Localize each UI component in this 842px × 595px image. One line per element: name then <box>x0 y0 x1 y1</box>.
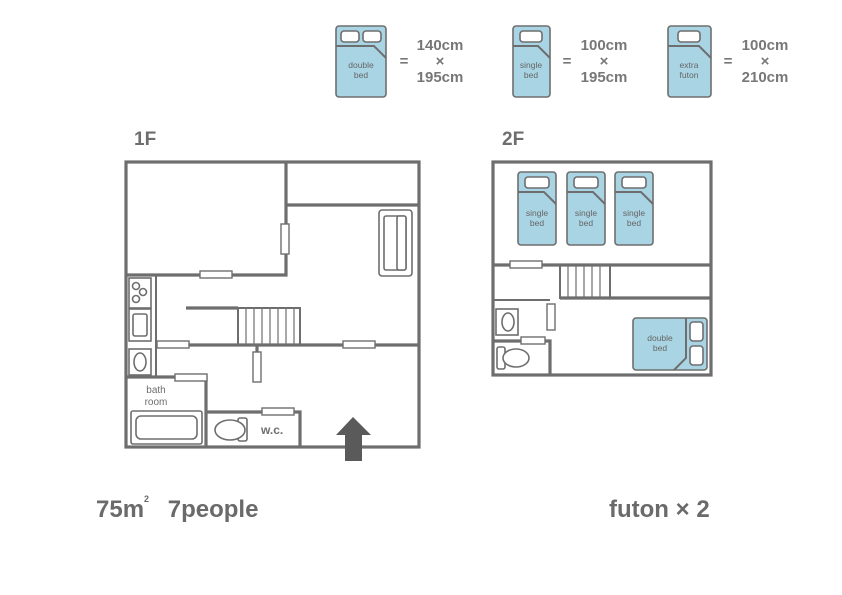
sink-icon <box>128 308 152 342</box>
stairs <box>237 307 301 346</box>
door <box>252 351 262 383</box>
bed-label: single <box>623 208 645 218</box>
stairs <box>559 264 611 299</box>
legend-length: 195cm <box>581 69 628 86</box>
door <box>342 340 376 349</box>
floor-2-plan: single bed single bed single bed double … <box>491 160 713 377</box>
toilet-icon <box>496 346 530 370</box>
area-unit: m <box>122 496 145 523</box>
bed-label: bed <box>579 218 593 228</box>
legend-width: 100cm <box>581 37 628 54</box>
legend-length: 195cm <box>417 69 464 86</box>
area-unit-sup: 2 <box>144 494 150 504</box>
legend-double-bed: double bed = 140cm × 195cm <box>335 25 464 98</box>
bath-room-label: bath <box>146 385 165 396</box>
legend-times: × <box>761 53 770 70</box>
futon-icon <box>667 25 712 98</box>
futon-count: futon × 2 <box>609 496 710 523</box>
bed-label: bed <box>530 218 544 228</box>
floor-1-plan: bath room w.c. <box>124 160 421 461</box>
door <box>509 260 543 269</box>
legend-times: × <box>600 53 609 70</box>
legend-length: 210cm <box>742 69 789 86</box>
equals-sign: = <box>563 53 572 70</box>
bathtub-icon <box>130 410 203 445</box>
door <box>546 303 556 331</box>
door <box>280 223 290 255</box>
single-bed-icon <box>512 25 551 98</box>
bed-label: bed <box>653 343 667 353</box>
double-bed: double bed <box>632 317 708 371</box>
legend-label-line1: double <box>348 60 374 70</box>
single-bed: single bed <box>566 171 606 246</box>
single-bed: single bed <box>517 171 557 246</box>
door <box>174 373 208 382</box>
legend-label-line2: bed <box>524 70 538 80</box>
bed-label: bed <box>627 218 641 228</box>
washbasin-icon <box>128 348 152 376</box>
legend-extra-futon: extra futon = 100cm × 210cm <box>667 25 789 98</box>
bed-label: single <box>526 208 548 218</box>
toilet-icon <box>214 417 248 442</box>
bath-room-label-2: room <box>145 397 168 408</box>
single-bed: single bed <box>614 171 654 246</box>
legend-width: 140cm <box>417 37 464 54</box>
legend-label-line2: futon <box>680 70 699 80</box>
door <box>520 336 546 345</box>
stove-icon <box>128 277 152 309</box>
bed-label: single <box>575 208 597 218</box>
wc-label: w.c. <box>260 423 283 437</box>
legend-label-line1: single <box>520 60 542 70</box>
entrance-arrow-icon <box>336 417 371 461</box>
double-bed-icon <box>335 25 387 98</box>
floor-2-label: 2F <box>502 129 524 150</box>
area-value: 75 <box>96 496 123 523</box>
equals-sign: = <box>724 53 733 70</box>
door <box>156 340 190 349</box>
capacity-text: 7people <box>167 496 259 523</box>
area-and-capacity: 75m2 7people <box>96 494 259 524</box>
legend-times: × <box>436 53 445 70</box>
equals-sign: = <box>400 53 409 70</box>
floor-2-outer-wall <box>491 160 713 377</box>
bed-label: double <box>647 333 673 343</box>
legend-single-bed: single bed = 100cm × 195cm <box>512 25 628 98</box>
legend-width: 100cm <box>742 37 789 54</box>
sofa-icon <box>378 209 413 277</box>
door <box>261 407 295 416</box>
washbasin-icon <box>495 308 519 336</box>
legend-label-line2: bed <box>354 70 368 80</box>
legend-label-line1: extra <box>680 60 699 70</box>
floor-1-outer-wall <box>124 160 421 449</box>
door <box>199 270 233 279</box>
floor-1-label: 1F <box>134 129 156 150</box>
